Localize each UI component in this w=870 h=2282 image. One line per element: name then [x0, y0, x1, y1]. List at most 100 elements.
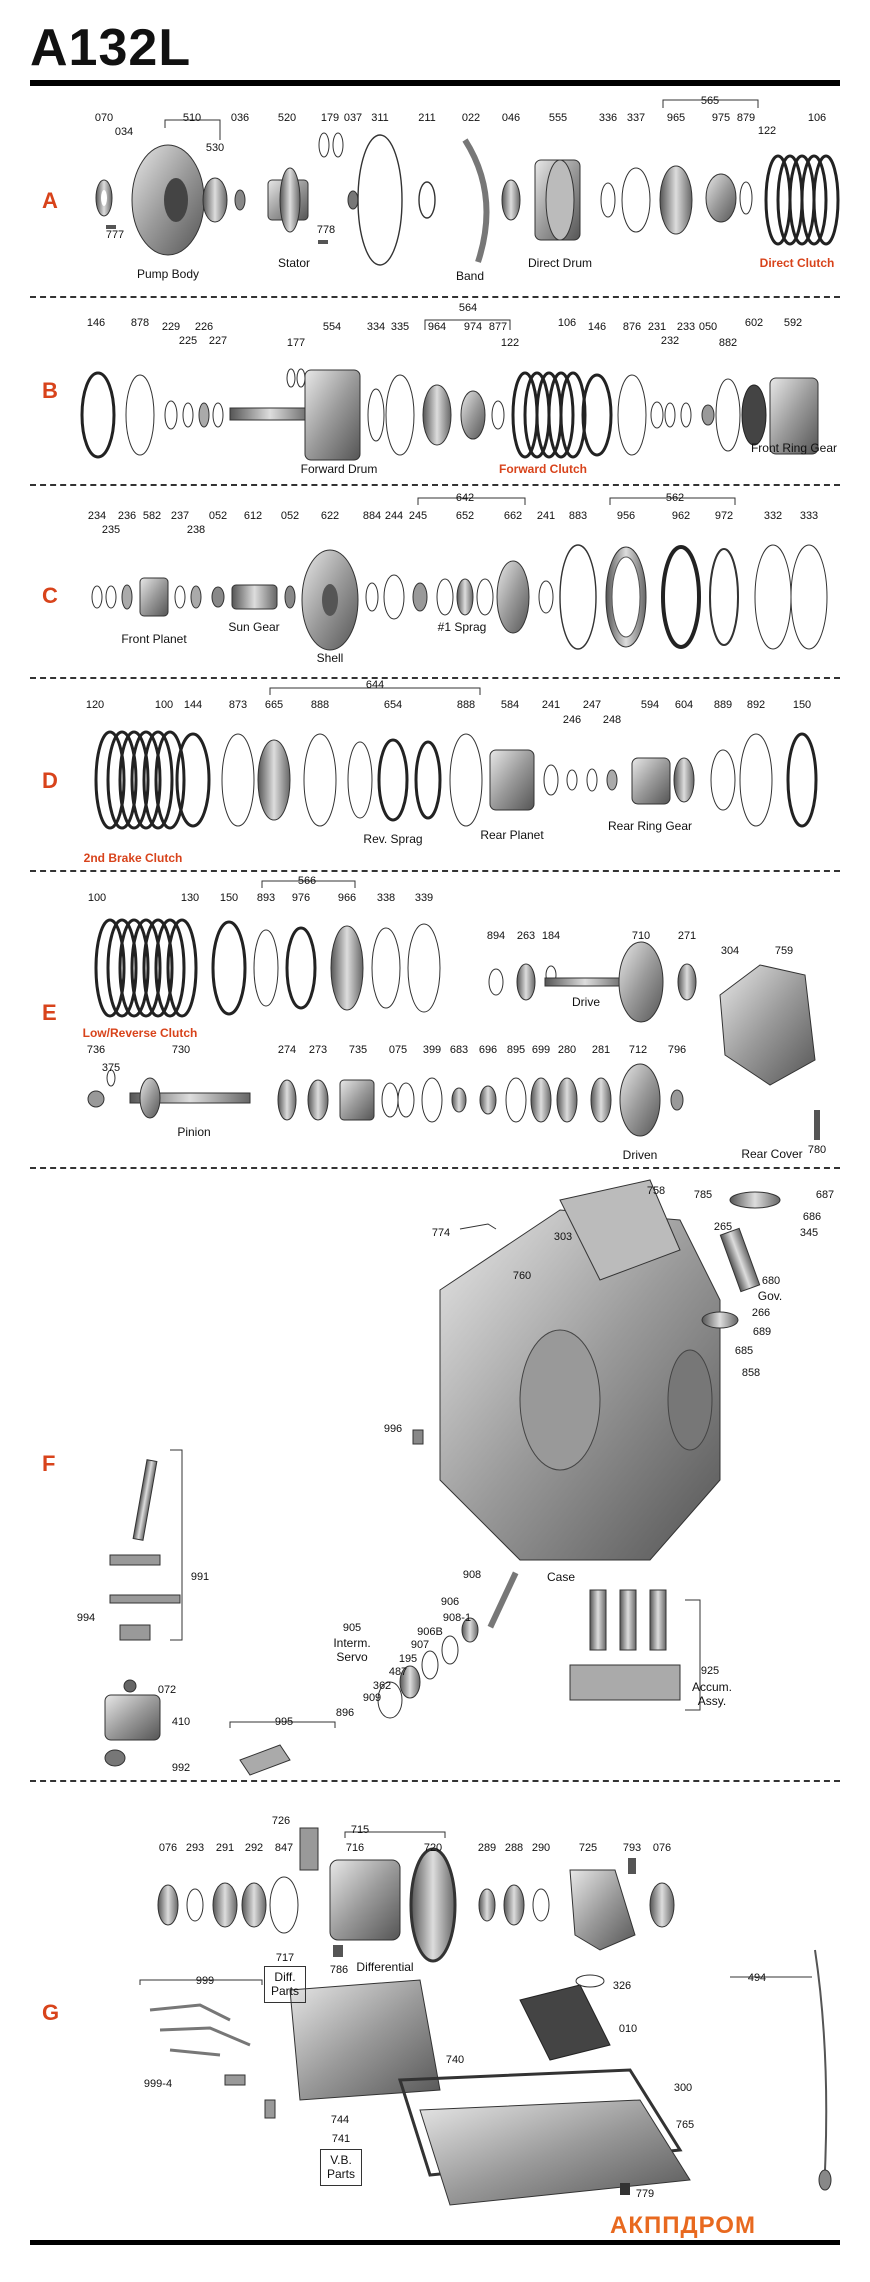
part-number: 304	[720, 945, 740, 957]
part-name-label: Rear Ring Gear	[607, 819, 693, 833]
part-number: 741	[331, 2133, 351, 2145]
part-number: 652	[455, 510, 475, 522]
part-number: 736	[86, 1044, 106, 1056]
part-number: 333	[799, 510, 819, 522]
part-number: 759	[774, 945, 794, 957]
part-number: 530	[205, 142, 225, 154]
part-name-label: Low/Reverse Clutch	[82, 1026, 198, 1040]
part-number: 338	[376, 892, 396, 904]
part-number: 785	[693, 1189, 713, 1201]
part-number: 622	[320, 510, 340, 522]
part-number: 878	[130, 317, 150, 329]
part-number: 100	[87, 892, 107, 904]
part-number: 715	[350, 1824, 370, 1836]
part-number: 765	[675, 2119, 695, 2131]
part-number: 644	[365, 679, 385, 691]
part-number: 280	[557, 1044, 577, 1056]
part-number: 291	[215, 1842, 235, 1854]
part-number: 237	[170, 510, 190, 522]
part-number: 555	[548, 112, 568, 124]
part-name-label: Front Planet	[121, 632, 187, 646]
part-number: 717	[275, 1952, 295, 1964]
part-number: 265	[713, 1221, 733, 1233]
part-number: 975	[711, 112, 731, 124]
section-divider	[30, 870, 840, 872]
section-f-parts	[104, 1179, 781, 1776]
part-number: 375	[101, 1062, 121, 1074]
part-name-label: Front Ring Gear	[750, 441, 838, 455]
part-number: 956	[616, 510, 636, 522]
part-name-label: Differential	[356, 1960, 414, 1974]
part-number: 725	[578, 1842, 598, 1854]
part-number: 339	[414, 892, 434, 904]
part-number: 699	[531, 1044, 551, 1056]
part-number: 720	[423, 1842, 443, 1854]
part-name-label: Shell	[316, 651, 344, 665]
part-number: 303	[553, 1231, 573, 1243]
part-number: 883	[568, 510, 588, 522]
page-title: A132L	[30, 19, 192, 77]
part-number: 076	[158, 1842, 178, 1854]
part-number: 796	[667, 1044, 687, 1056]
part-number: 332	[763, 510, 783, 522]
part-name-label: Direct Drum	[527, 256, 593, 270]
part-number: 687	[815, 1189, 835, 1201]
part-number: 146	[587, 321, 607, 333]
section-g-parts	[139, 1827, 832, 2206]
boxed-label: V.B.Parts	[319, 2149, 363, 2186]
part-number: 229	[161, 321, 181, 333]
part-number: 225	[178, 335, 198, 347]
part-number: 494	[747, 1972, 767, 1984]
part-number: 642	[455, 492, 475, 504]
section-b-parts	[80, 319, 819, 461]
part-number: 976	[291, 892, 311, 904]
part-name-label: Forward Clutch	[498, 462, 588, 476]
part-number: 554	[322, 321, 342, 333]
part-number: 735	[348, 1044, 368, 1056]
part-number: 685	[734, 1345, 754, 1357]
part-name-label: Forward Drum	[300, 462, 378, 476]
part-number: 236	[117, 510, 137, 522]
part-number: 122	[757, 125, 777, 137]
part-number: 962	[671, 510, 691, 522]
part-number: 889	[713, 699, 733, 711]
part-number: 884	[362, 510, 382, 522]
section-divider	[30, 1167, 840, 1169]
part-number: 888	[310, 699, 330, 711]
part-number: 410	[171, 1716, 191, 1728]
part-number: 520	[277, 112, 297, 124]
part-number: 070	[94, 112, 114, 124]
part-number: 582	[142, 510, 162, 522]
part-number: 689	[752, 1326, 772, 1338]
part-number: 778	[316, 224, 336, 236]
part-number: 227	[208, 335, 228, 347]
part-number: 896	[335, 1707, 355, 1719]
part-number: 740	[445, 2054, 465, 2066]
part-number: 334	[366, 321, 386, 333]
part-number: 266	[751, 1307, 771, 1319]
part-number: 995	[274, 1716, 294, 1728]
part-number: 994	[76, 1612, 96, 1624]
part-number: 248	[602, 714, 622, 726]
part-number: 326	[612, 1980, 632, 1992]
brand-logo: АКППДРОМ	[610, 2212, 756, 2239]
part-number: 288	[504, 1842, 524, 1854]
part-number: 909	[362, 1692, 382, 1704]
section-divider	[30, 677, 840, 679]
part-number: 244	[384, 510, 404, 522]
part-name-label: Case	[546, 1570, 576, 1584]
part-number: 882	[718, 337, 738, 349]
part-number: 847	[274, 1842, 294, 1854]
part-name-label: Assy.	[697, 1694, 727, 1708]
part-name-label: Rear Planet	[480, 828, 544, 842]
part-number: 584	[500, 699, 520, 711]
part-number: 892	[746, 699, 766, 711]
section-divider	[30, 1780, 840, 1782]
part-name-label: Drive	[571, 995, 601, 1009]
part-number: 594	[640, 699, 660, 711]
part-number: 399	[422, 1044, 442, 1056]
part-number: 894	[486, 930, 506, 942]
part-number: 146	[86, 317, 106, 329]
section-a-parts	[95, 99, 840, 266]
